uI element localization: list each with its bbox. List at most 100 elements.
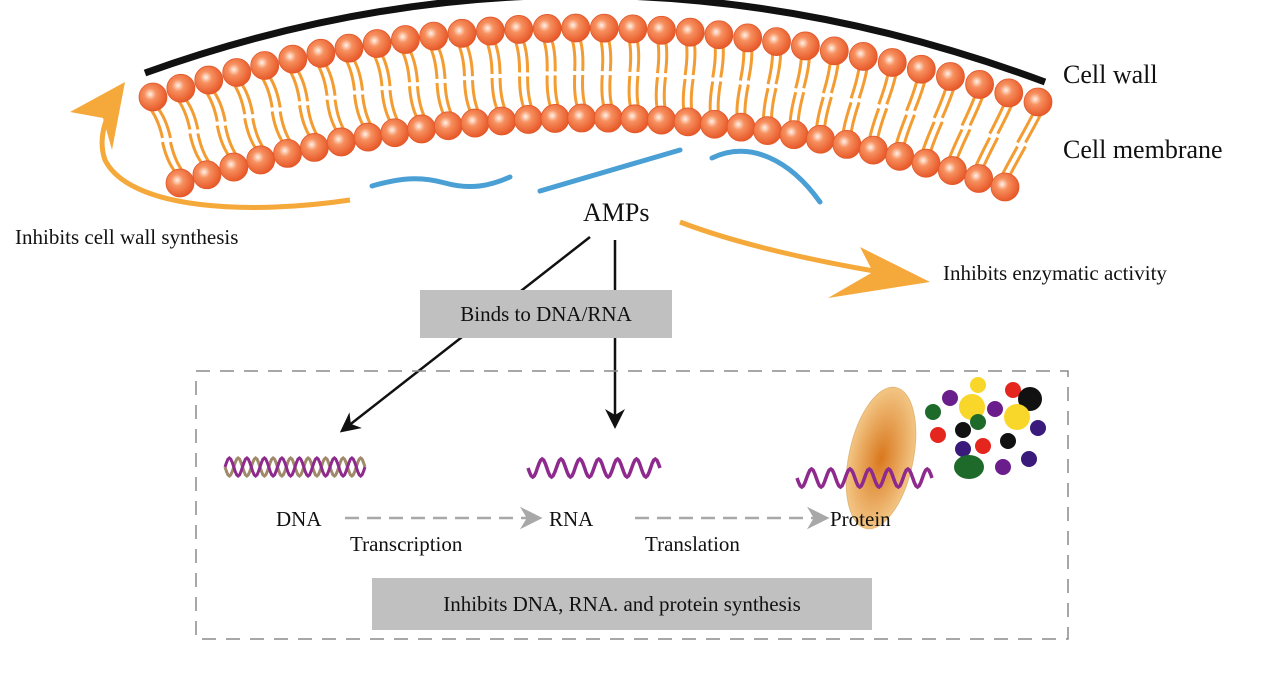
lipid-head: [673, 107, 703, 137]
lipid-head: [877, 48, 907, 77]
arrowhead-icon: [828, 247, 930, 298]
lipid-head: [704, 20, 734, 50]
lipid-tail: [581, 74, 588, 109]
lipid-head: [532, 14, 562, 43]
lipid-tail: [849, 66, 861, 99]
lipid-head: [906, 54, 936, 84]
lipid-head: [965, 70, 994, 99]
lipid-head: [791, 31, 820, 61]
label-inhibits-synthesis: Inhibits DNA, RNA. and protein synthesis: [443, 592, 801, 616]
lipid-tail: [435, 82, 446, 117]
lipid-tail: [735, 84, 742, 118]
label-rna: RNA: [549, 507, 594, 531]
lipid-head: [618, 14, 648, 44]
lipid-head: [964, 164, 994, 193]
lipid-tail: [578, 37, 585, 72]
lipid-tail: [573, 74, 580, 109]
lipid-head: [733, 23, 763, 53]
lipid-head: [990, 172, 1020, 202]
lipid-tail: [716, 81, 723, 115]
lipid-tail: [683, 41, 689, 76]
lipid-head: [819, 36, 849, 66]
lipid-tail: [654, 76, 659, 111]
amino-acid-dot: [975, 438, 991, 454]
lipid-head: [848, 41, 878, 71]
lipid-tail: [371, 52, 384, 87]
lipid-tail: [849, 101, 861, 135]
lipid-tail: [822, 96, 833, 130]
lipid-tail: [973, 137, 992, 170]
lipid-tail: [549, 37, 557, 72]
lipid-head: [885, 141, 915, 171]
lipid-tail: [463, 80, 473, 114]
label-inhibits-enzymatic: Inhibits enzymatic activity: [943, 261, 1167, 285]
amino-acid-dot: [1021, 451, 1037, 467]
lipid-head: [700, 109, 729, 139]
lipid-head: [278, 44, 308, 74]
lipid-tail: [708, 81, 715, 115]
lipid-tail: [766, 51, 775, 85]
ribosome-blob: [845, 386, 917, 530]
lipid-head: [937, 156, 967, 185]
lipid-head: [273, 138, 302, 168]
lipid-tail: [407, 86, 419, 120]
synthesis-dashed-frame: [195, 370, 1069, 640]
amino-acid-dots: [925, 377, 1046, 479]
lipid-tail: [627, 38, 633, 73]
lipid-tail: [600, 75, 606, 109]
lipid-tail: [664, 39, 669, 74]
lipid-head: [353, 122, 383, 152]
rna-strand: [526, 456, 662, 480]
lipid-head: [460, 108, 490, 138]
amino-acid-dot: [955, 441, 971, 457]
lipid-tail: [662, 76, 667, 111]
lipid-head: [514, 105, 543, 134]
label-binds-dna-rna: Binds to DNA/RNA: [460, 302, 632, 326]
cell-wall-inhibition-arrow: [99, 106, 351, 210]
lipid-tail: [656, 39, 661, 74]
lipid-tail: [788, 91, 798, 125]
lipid-tail: [456, 42, 467, 77]
lipid-tail: [343, 57, 357, 91]
lipid-tail: [829, 60, 840, 94]
lipid-tail: [988, 102, 1007, 135]
enzymatic-inhibition-arrow: [679, 219, 881, 275]
lipid-tail: [598, 37, 605, 72]
lipid-head: [647, 15, 676, 45]
lipid-head: [380, 118, 410, 148]
lipid-tail: [996, 102, 1015, 135]
amino-acid-dot: [1000, 433, 1016, 449]
lipid-head: [192, 160, 222, 190]
lipid-tail: [570, 37, 577, 72]
amino-acid-dot: [959, 394, 985, 420]
lipid-tail: [762, 87, 770, 121]
inhibits-synthesis-box: [372, 578, 872, 630]
lipid-tail: [814, 96, 825, 130]
lipid-tail: [490, 77, 500, 112]
lipid-tail: [774, 51, 783, 85]
lipid-tail: [545, 75, 553, 109]
lipid-tail: [691, 41, 697, 76]
amino-acid-dot: [954, 455, 984, 479]
lipid-head: [540, 104, 570, 133]
dna-strand: [223, 456, 367, 478]
lipid-head: [475, 16, 505, 46]
lipid-tail: [770, 87, 778, 121]
lipid-tail: [388, 89, 401, 124]
lipid-head: [326, 127, 356, 157]
lipid-tail: [681, 78, 687, 113]
lipid-head: [306, 38, 336, 68]
lipid-tail: [877, 72, 890, 105]
lipid-tail: [738, 47, 746, 81]
lipid-head: [138, 82, 168, 112]
lipid-tail: [1007, 145, 1027, 178]
lipid-tail: [635, 75, 641, 110]
lipid-head: [567, 103, 597, 133]
label-protein: Protein: [830, 507, 891, 531]
amino-acid-dot: [970, 414, 986, 430]
label-translation: Translation: [645, 532, 740, 556]
label-inhibits-cell-wall: Inhibits cell wall synthesis: [15, 225, 238, 249]
lipid-tail: [802, 55, 811, 89]
amino-acid-dot: [1030, 420, 1046, 436]
